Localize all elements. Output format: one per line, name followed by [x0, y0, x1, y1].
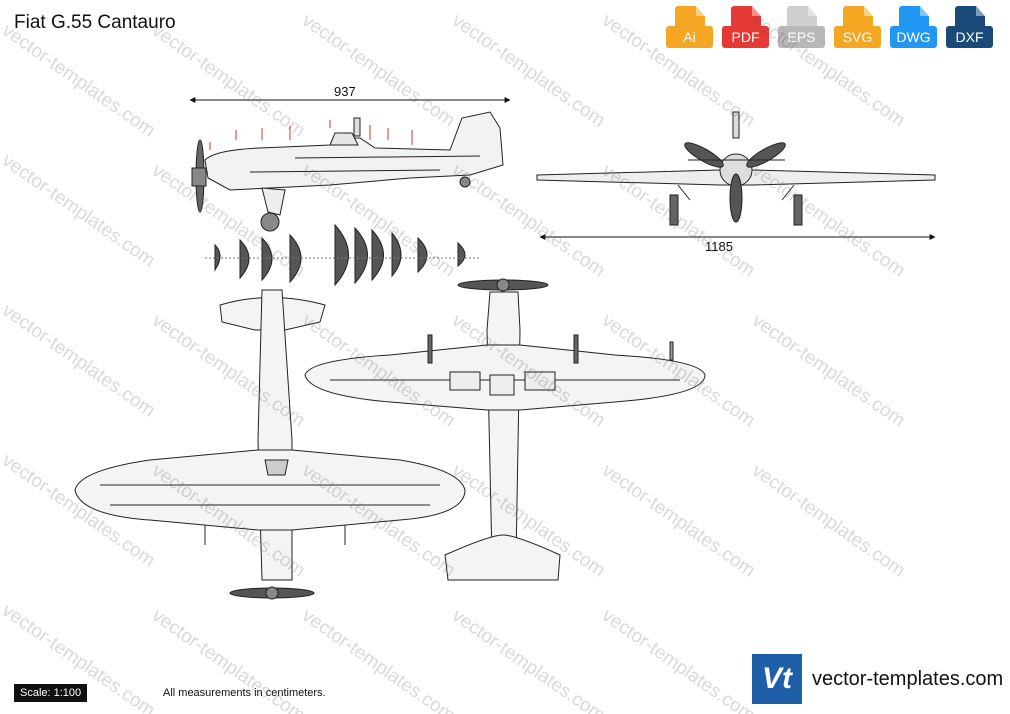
- top-view: [74, 289, 466, 600]
- format-label: DXF: [946, 26, 993, 48]
- measurement-note: All measurements in centimeters.: [163, 687, 326, 699]
- format-label: EPS: [778, 26, 825, 48]
- wingspan-dimension: 1185: [705, 239, 733, 254]
- vt-logo-icon: Vt: [752, 654, 802, 704]
- scale-label: Scale: 1:100: [14, 684, 88, 702]
- dxf-file-icon[interactable]: DXF: [946, 6, 993, 52]
- format-label: SVG: [834, 26, 881, 48]
- eps-file-icon[interactable]: EPS: [778, 6, 825, 52]
- side-view: [191, 111, 504, 232]
- svg-file-icon[interactable]: SVG: [834, 6, 881, 52]
- format-icons: Ai PDF EPS SVG DWG DXF: [666, 6, 993, 52]
- length-dimension: 937: [334, 84, 356, 99]
- front-view: [536, 111, 936, 226]
- format-label: DWG: [890, 26, 937, 48]
- bottom-view: [304, 278, 706, 581]
- format-label: Ai: [666, 26, 713, 48]
- brand-name: vector-templates.com: [812, 667, 1004, 690]
- cross-sections: [205, 223, 480, 287]
- pdf-file-icon[interactable]: PDF: [722, 6, 769, 52]
- page-title: Fiat G.55 Cantauro: [14, 12, 176, 33]
- dwg-file-icon[interactable]: DWG: [890, 6, 937, 52]
- format-label: PDF: [722, 26, 769, 48]
- ai-file-icon[interactable]: Ai: [666, 6, 713, 52]
- brand-link[interactable]: Vt vector-templates.com: [752, 654, 1003, 704]
